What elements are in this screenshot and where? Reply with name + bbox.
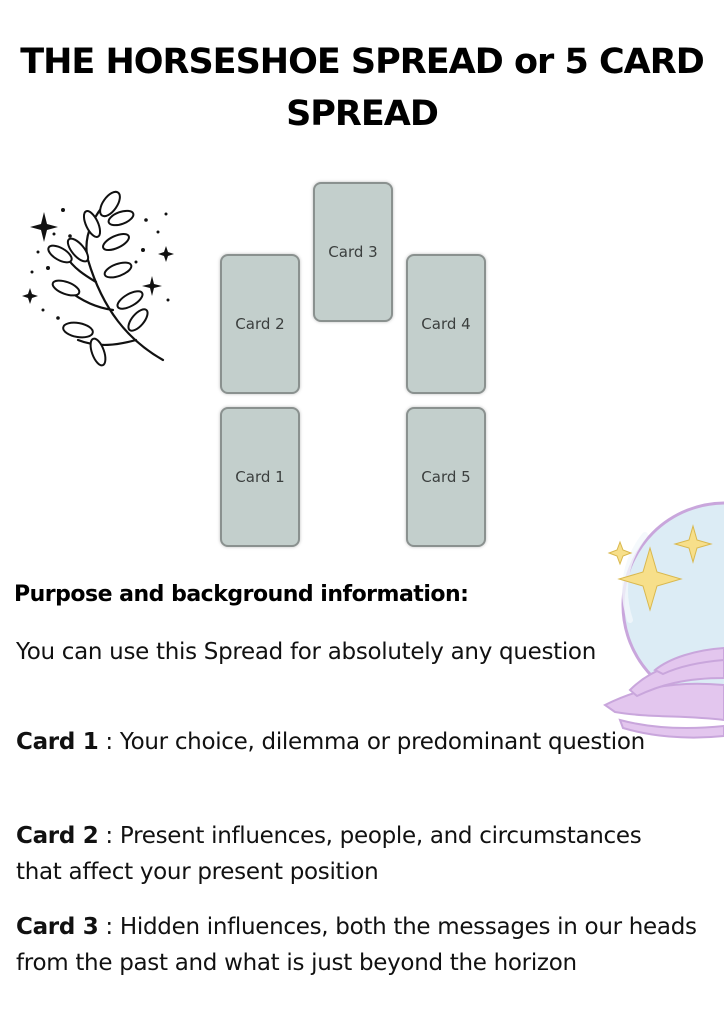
separator: : <box>98 914 120 940</box>
card-2-description: Card 2 : Present influences, people, and… <box>16 818 676 890</box>
card-1-name: Card 1 <box>16 729 99 755</box>
separator: : <box>98 823 120 849</box>
card-4: Card 4 <box>406 254 486 394</box>
card-3-text: Hidden influences, both the messages in … <box>16 914 697 976</box>
card-1: Card 1 <box>220 407 300 547</box>
card-label: Card 3 <box>328 243 378 261</box>
crystal-ball-icon <box>603 501 724 739</box>
card-label: Card 4 <box>421 315 471 333</box>
card-label: Card 5 <box>421 468 471 486</box>
title-line-1: THE HORSESHOE SPREAD or 5 CARD <box>20 42 705 82</box>
card-1-description: Card 1 : Your choice, dilemma or predomi… <box>16 724 666 760</box>
separator: : <box>98 729 120 755</box>
page-title: THE HORSESHOE SPREAD or 5 CARD SPREAD <box>0 36 724 140</box>
card-3: Card 3 <box>313 182 393 322</box>
card-3-name: Card 3 <box>16 914 99 940</box>
card-label: Card 1 <box>235 468 285 486</box>
card-2-text: Present influences, people, and circumst… <box>16 823 642 885</box>
intro-body: You can use this Spread for absolutely a… <box>16 639 596 665</box>
card-2: Card 2 <box>220 254 300 394</box>
section-heading: Purpose and background information: <box>14 582 469 607</box>
title-line-2: SPREAD <box>286 94 439 134</box>
card-3-description: Card 3 : Hidden influences, both the mes… <box>16 909 716 981</box>
intro-text: You can use this Spread for absolutely a… <box>16 634 596 670</box>
botanical-branch-icon <box>22 190 174 367</box>
card-1-text: Your choice, dilemma or predominant ques… <box>119 729 645 755</box>
card-label: Card 2 <box>235 315 285 333</box>
card-5: Card 5 <box>406 407 486 547</box>
card-2-name: Card 2 <box>16 823 99 849</box>
